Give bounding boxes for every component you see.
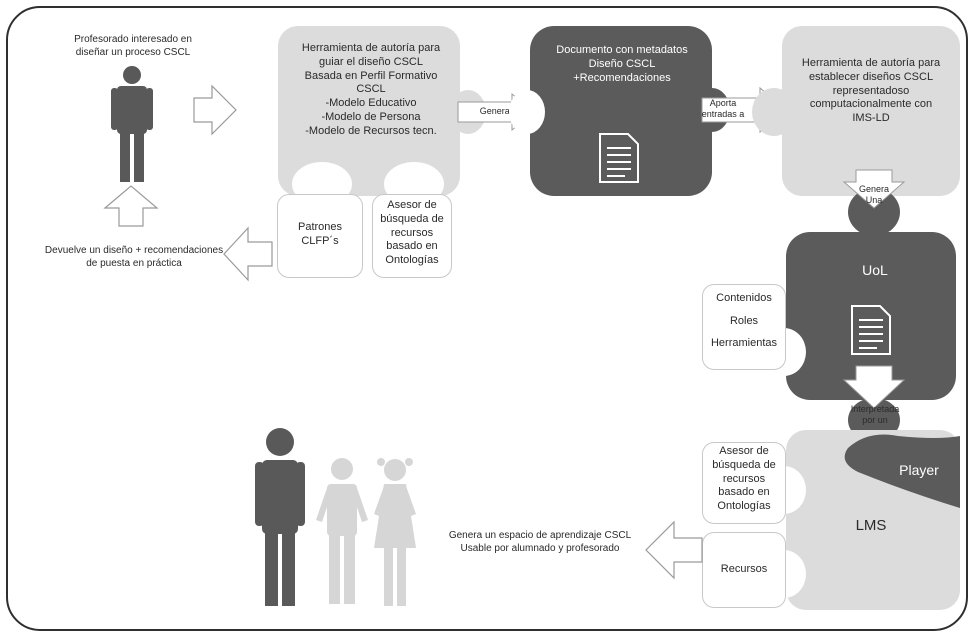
teacher-person-icon	[111, 66, 153, 182]
roles-label: Roles	[729, 315, 759, 327]
arrow-right-icon	[193, 84, 237, 136]
uol-document-icon	[851, 305, 891, 355]
arrow-up-icon	[103, 185, 159, 227]
advisor-label-2: Asesor de búsqueda de recursos basado en…	[712, 445, 776, 512]
document-label: Documento con metadatos Diseño CSCL +Rec…	[556, 44, 688, 84]
aporta-label: Aporta entradas a	[701, 98, 745, 120]
advisor-label-1: Asesor de búsqueda de recursos basado en…	[380, 199, 444, 266]
authoring-tool-1-label: Herramienta de autoría para guiar el dis…	[301, 42, 441, 137]
recursos-label: Recursos	[720, 563, 768, 575]
teacher-large-person-icon	[255, 428, 305, 606]
patterns-card	[277, 194, 363, 278]
genera-una-connector	[842, 169, 906, 236]
contenidos-card	[702, 284, 786, 370]
advisor-card-2	[702, 442, 786, 524]
arrow-left-icon	[223, 226, 273, 282]
authoring-tool-2-label: Herramienta de autoría para establecer d…	[801, 57, 941, 124]
interpretada-label: Interpretada por un	[850, 404, 900, 426]
student-boy-icon	[316, 458, 368, 604]
document-hole	[509, 90, 545, 134]
returns-label: Devuelve un diseño + recomendaciones de …	[44, 245, 224, 269]
advisor-card-1	[372, 194, 452, 278]
lms-label: LMS	[855, 517, 887, 534]
uol-label: UoL	[862, 262, 888, 278]
authoring-tool-2-piece	[782, 26, 960, 196]
student-girl-icon	[374, 458, 416, 606]
patterns-label: Patrones CLFP´s	[297, 221, 343, 247]
teacher-label: Profesorado interesado en diseñar un pro…	[74, 34, 192, 58]
space-label: Genera un espacio de aprendizaje CSCL Us…	[448, 530, 632, 554]
herramientas-label: Herramientas	[710, 337, 778, 349]
genera-una-label: Genera Una	[858, 184, 890, 206]
arrow-left-lms-icon	[645, 520, 703, 580]
contenidos-label: Contenidos	[716, 292, 772, 304]
diagram-frame	[6, 6, 968, 631]
document-piece	[530, 26, 712, 196]
player-shape	[844, 434, 960, 508]
recursos-card	[702, 532, 786, 608]
authoring-tool-2-tab	[752, 88, 796, 136]
document-icon	[599, 133, 639, 183]
player-label: Player	[899, 462, 939, 478]
